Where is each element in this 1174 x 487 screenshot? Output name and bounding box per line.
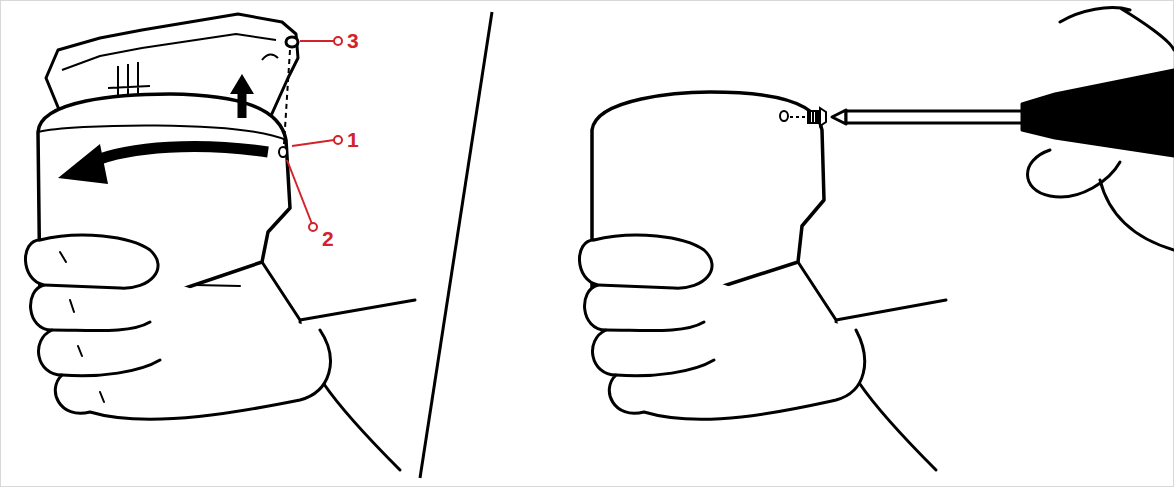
leader-lines: [287, 37, 342, 231]
lift-arrowhead: [230, 74, 254, 94]
rotate-arrowhead: [58, 144, 108, 184]
callout-number: 2: [320, 228, 336, 249]
callout-number: 3: [345, 30, 361, 51]
callout-number: 1: [345, 129, 361, 150]
alignment-line: [284, 50, 290, 144]
lift-arrow: [238, 92, 247, 118]
housing: [38, 94, 290, 300]
hand-right: [579, 8, 1174, 470]
rotate-arrow: [92, 147, 268, 162]
housing-right: [592, 92, 824, 300]
screwdriver: [832, 70, 1174, 156]
hand-left: [25, 235, 415, 470]
panel-divider: [420, 12, 492, 478]
screw: [790, 108, 826, 126]
